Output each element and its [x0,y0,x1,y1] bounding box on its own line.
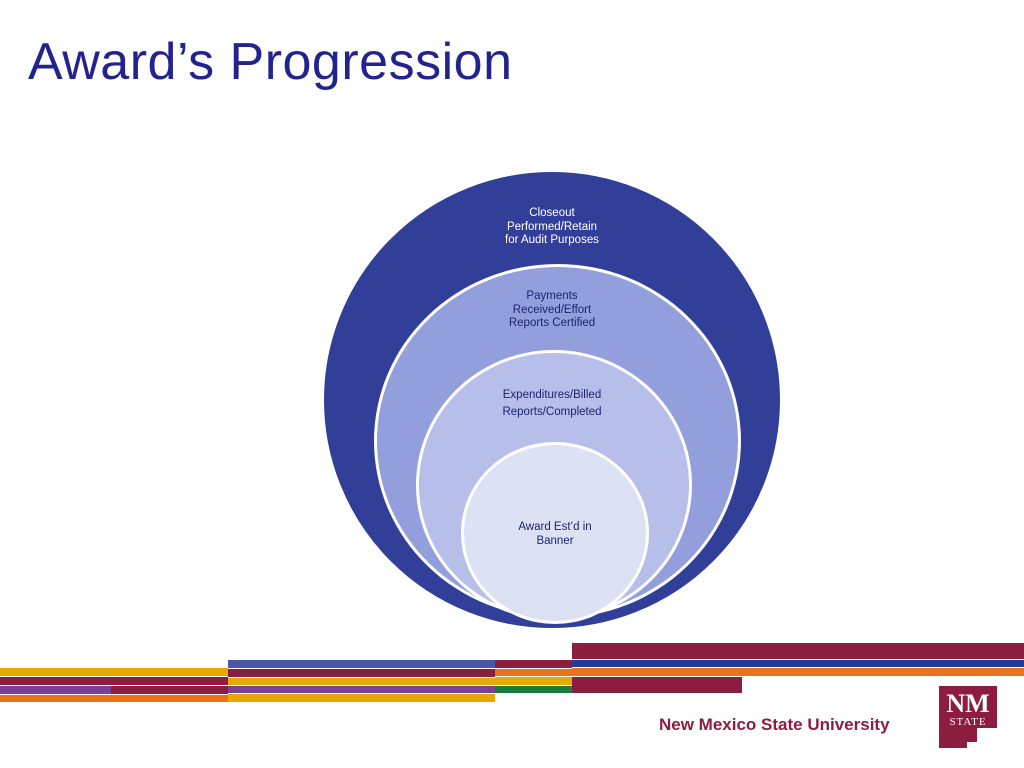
ring-label-line: Banner [536,534,574,547]
stripe [0,668,228,676]
stripe [228,678,495,685]
stripe [0,695,228,702]
ring-label-award-established: Award Est’d in Banner [490,521,620,548]
stripe [0,686,111,694]
ring-label-line: Closeout [529,207,575,219]
stripe [495,677,572,685]
ring-label-expenditures: Expenditures/Billed Reports/Completed [477,387,627,421]
stripe [495,686,572,693]
stripe [228,686,495,693]
stripe [228,694,495,702]
university-name: New Mexico State University [659,715,890,734]
nmsu-logo: NM STATE [939,686,997,748]
ring-label-line: Reports Certified [508,317,596,329]
ring-label-line: for Audit Purposes [505,234,599,246]
stripe [228,660,495,668]
stripe [572,660,1024,667]
logo-text-state: STATE [949,716,986,728]
ring-label-closeout: Closeout Performed/Retain for Audit Purp… [477,207,627,248]
stripe [0,677,228,685]
ring-award-established [461,442,649,624]
stripe [572,643,1024,659]
ring-label-payments: Payments Received/Effort Reports Certifi… [477,290,627,331]
stripe [111,686,228,694]
ring-label-line: Performed/Retain [506,220,598,233]
stripe [572,677,742,693]
ring-label-line: Award Est’d in [518,521,592,533]
slide-title: Award’s Progression [28,33,513,91]
ring-label-line: Expenditures/Billed [502,389,602,401]
stripe [495,660,572,668]
ring-label-line: Reports/Completed [502,406,602,418]
stripe [572,668,1024,676]
stripe [228,669,495,677]
ring-label-line: Payments [526,290,578,302]
stripe [495,669,572,676]
logo-text-nm: NM [946,689,989,718]
ring-label-line: Received/Effort [512,303,592,316]
